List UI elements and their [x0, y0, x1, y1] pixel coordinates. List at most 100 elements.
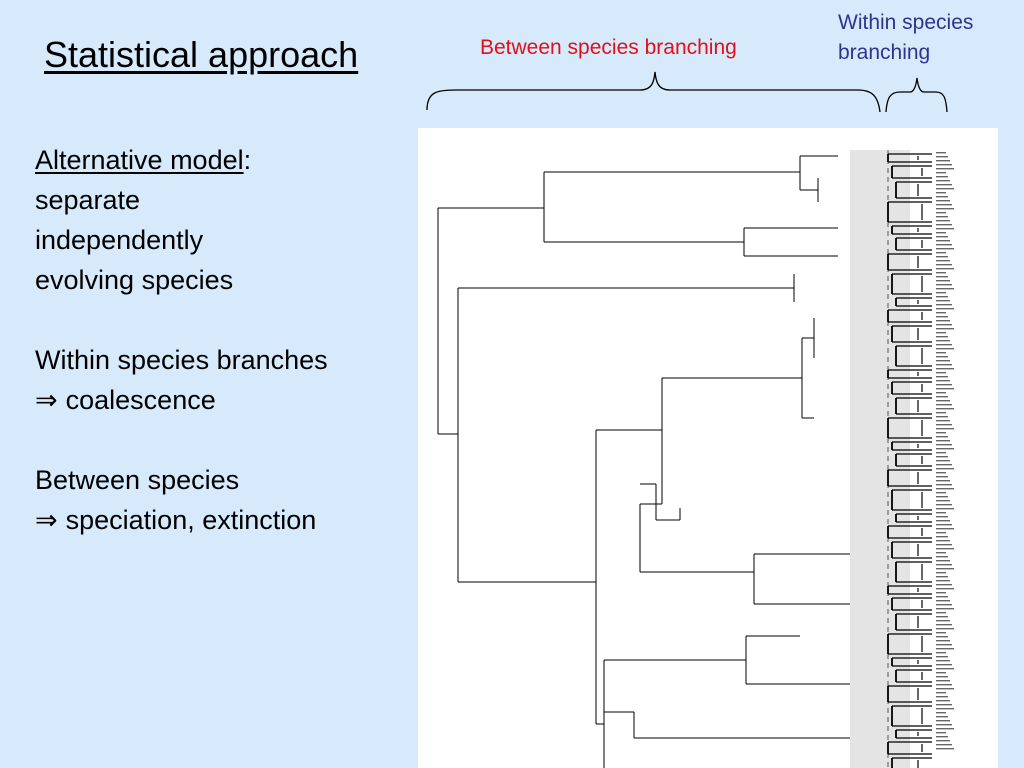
- tip-label: [936, 300, 950, 302]
- tip-label: [936, 336, 948, 338]
- tip-label: [936, 320, 950, 322]
- tip-label: [936, 360, 950, 362]
- tip-label: [936, 388, 954, 390]
- tip-label: [936, 340, 950, 342]
- tip-label: [936, 164, 952, 166]
- tip-label: [936, 232, 946, 234]
- tip-label: [936, 444, 952, 446]
- tip-label: [936, 648, 954, 650]
- tip-label: [936, 624, 952, 626]
- phylogenetic-tree: [437, 150, 954, 768]
- tip-label: [936, 544, 952, 546]
- tip-label: [936, 668, 954, 670]
- tip-label: [936, 484, 952, 486]
- model-paragraph: Alternative model: separate independentl…: [35, 140, 415, 300]
- tip-label: [936, 684, 952, 686]
- tip-label: [936, 328, 954, 330]
- tip-label: [936, 220, 950, 222]
- tip-label: [936, 604, 952, 606]
- tip-label: [936, 508, 954, 510]
- tip-label: [936, 724, 952, 726]
- within-species-brace: [885, 77, 948, 113]
- tip-label: [936, 184, 952, 186]
- tip-label: [936, 556, 948, 558]
- tip-label: [936, 404, 952, 406]
- tip-label: [936, 380, 950, 382]
- tip-label: [936, 216, 948, 218]
- phylogenetic-tree-panel: [418, 128, 998, 768]
- tip-label: [936, 568, 954, 570]
- tip-label: [936, 628, 954, 630]
- tip-label: [936, 548, 954, 550]
- between-species-label: Between species branching: [480, 36, 737, 59]
- tip-label: [936, 488, 954, 490]
- tip-label: [936, 620, 950, 622]
- tip-label: [936, 280, 950, 282]
- tip-label: [936, 680, 950, 682]
- tip-label: [936, 176, 948, 178]
- tip-label: [936, 492, 946, 494]
- tip-label: [936, 372, 946, 374]
- tip-label: [936, 264, 952, 266]
- tip-label: [936, 468, 954, 470]
- tip-label: [936, 248, 954, 250]
- tip-label: [936, 284, 952, 286]
- tip-label: [936, 440, 950, 442]
- tip-label: [936, 344, 952, 346]
- tip-label: [936, 696, 948, 698]
- tip-label: [936, 612, 946, 614]
- tip-label: [936, 400, 950, 402]
- tip-label: [936, 728, 954, 730]
- within-line-1: Within species branches: [35, 345, 328, 375]
- between-paragraph: Between species ⇒speciation, extinction: [35, 460, 415, 540]
- tip-label: [936, 456, 948, 458]
- tip-label: [936, 272, 946, 274]
- tip-label: [936, 304, 952, 306]
- tip-label: [936, 180, 950, 182]
- tip-label: [936, 192, 946, 194]
- tip-label: [936, 476, 948, 478]
- model-line-3: evolving species: [35, 265, 234, 295]
- within-species-label-line-1: Within species: [838, 11, 974, 34]
- tip-label: [936, 632, 946, 634]
- tip-label: [936, 332, 946, 334]
- tip-label: [936, 688, 954, 690]
- tip-label: [936, 700, 950, 702]
- tip-label: [936, 292, 946, 294]
- tip-label: [936, 428, 954, 430]
- tip-label: [936, 416, 948, 418]
- tip-label: [936, 616, 948, 618]
- tip-label: [936, 448, 954, 450]
- tip-label: [936, 524, 952, 526]
- tip-label: [936, 160, 950, 162]
- tip-label: [936, 212, 946, 214]
- model-heading: Alternative model: [35, 145, 244, 175]
- slide-title: Statistical approach: [44, 34, 359, 75]
- tip-label: [936, 712, 946, 714]
- tip-label: [936, 580, 950, 582]
- tip-label: [936, 748, 954, 750]
- tip-label: [936, 644, 952, 646]
- tip-label: [936, 716, 948, 718]
- tip-label: [936, 228, 954, 230]
- tip-label: [936, 460, 950, 462]
- tip-label: [936, 536, 948, 538]
- tip-label: [936, 704, 952, 706]
- tip-label: [936, 296, 948, 298]
- tip-label: [936, 464, 952, 466]
- tip-label: [936, 588, 954, 590]
- tip-label: [936, 516, 948, 518]
- tip-label: [936, 676, 948, 678]
- tip-label: [936, 392, 946, 394]
- tip-label: [936, 420, 950, 422]
- tip-label: [936, 412, 946, 414]
- tip-label: [936, 368, 954, 370]
- tip-label: [936, 208, 954, 210]
- tip-label: [936, 512, 946, 514]
- model-line-1: separate: [35, 185, 141, 215]
- tip-label: [936, 744, 952, 746]
- tip-label: [936, 200, 950, 202]
- tip-label: [936, 596, 948, 598]
- tip-label: [936, 732, 946, 734]
- tip-label: [936, 432, 946, 434]
